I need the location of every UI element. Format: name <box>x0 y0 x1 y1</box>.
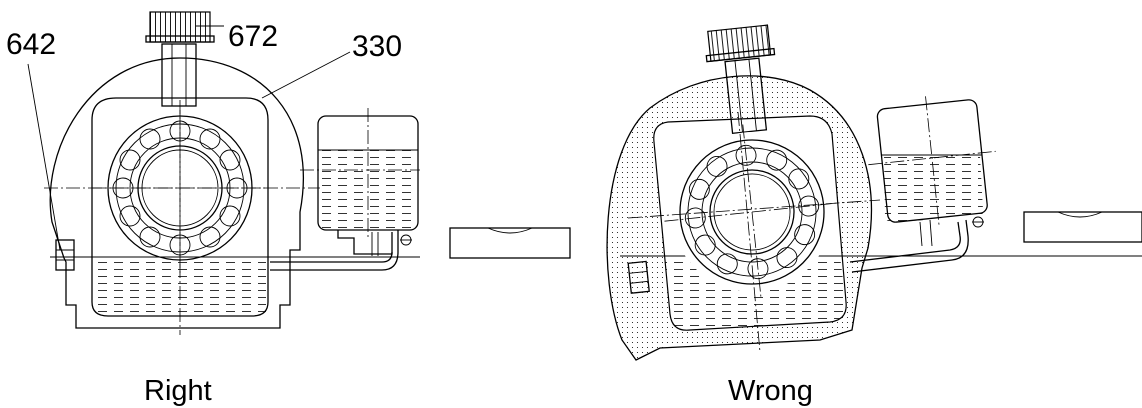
caption-wrong: Wrong <box>728 375 813 407</box>
right-figure <box>27 11 571 335</box>
ref-label-642: 642 <box>6 28 56 61</box>
ref-label-672: 672 <box>228 20 278 53</box>
wrong-figure <box>606 24 1142 361</box>
caption-right: Right <box>144 375 212 407</box>
ref-label-330: 330 <box>352 30 402 63</box>
